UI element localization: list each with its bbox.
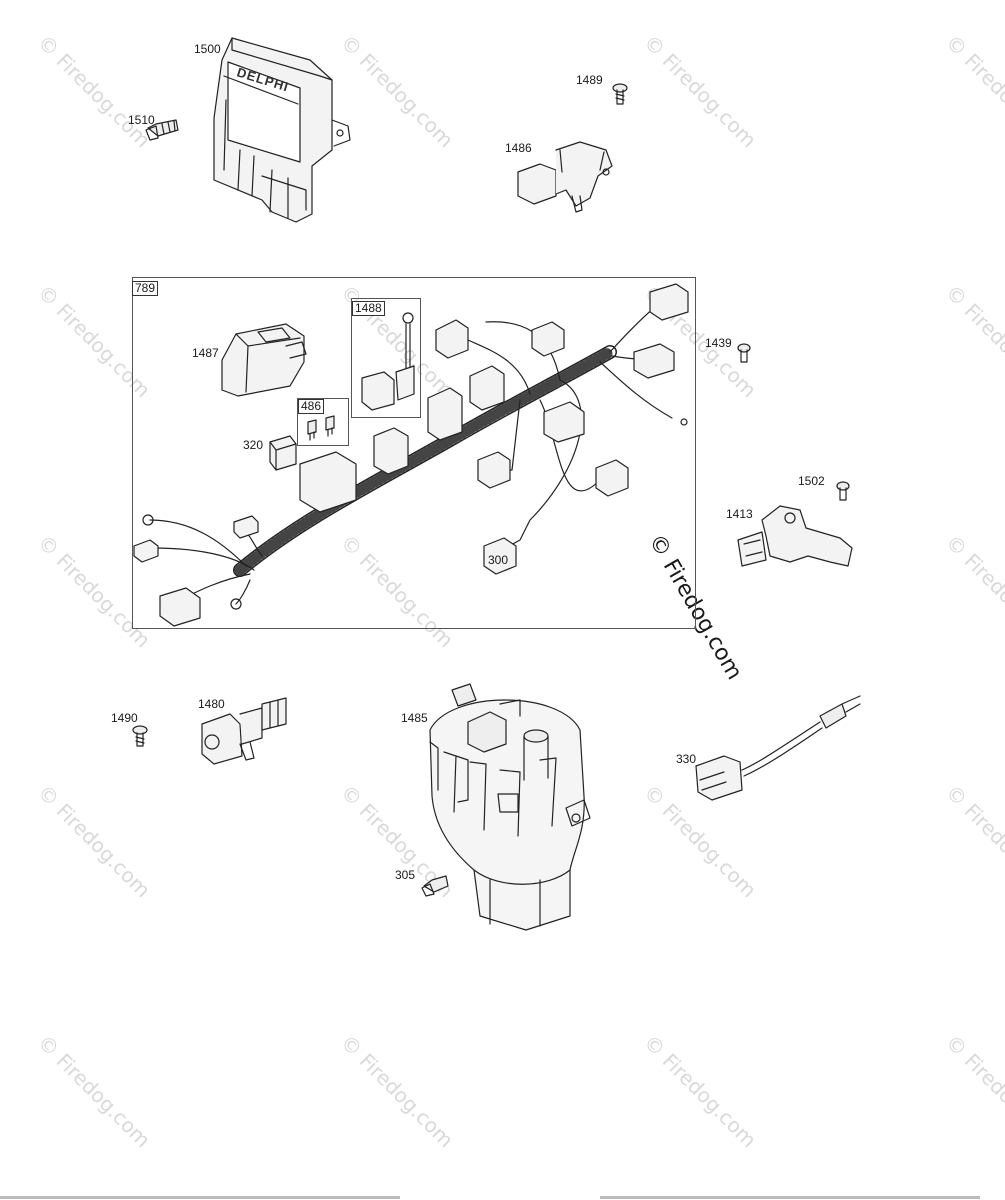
part-label-1490: 1490 xyxy=(111,711,138,725)
bolt-1489-drawing xyxy=(612,83,628,105)
harness-group-label: 789 xyxy=(132,281,159,296)
harness-loom-drawing xyxy=(142,299,688,610)
part-label-1502: 1502 xyxy=(798,474,825,488)
part-label-1485: 1485 xyxy=(401,711,428,725)
part-label-486: 486 xyxy=(298,399,325,414)
fuel-pump-drawing xyxy=(429,683,591,931)
part-label-1486: 1486 xyxy=(505,141,532,155)
part-label-1487: 1487 xyxy=(192,346,219,360)
part-label-1480: 1480 xyxy=(198,697,225,711)
bolt-305-drawing xyxy=(421,875,449,897)
bottom-edge-bar xyxy=(0,1196,980,1199)
bolt-1439-drawing xyxy=(737,343,751,363)
part-label-305: 305 xyxy=(395,868,416,882)
relay-group-frame xyxy=(297,398,349,446)
part-label-300: 300 xyxy=(488,553,509,567)
map-sensor-drawing xyxy=(517,141,613,213)
fuse-group-frame xyxy=(351,298,421,418)
part-label-1510: 1510 xyxy=(128,113,155,127)
harness-connectors-drawing xyxy=(133,283,689,627)
ecu-module-drawing xyxy=(213,37,351,223)
part-label-330: 330 xyxy=(676,752,697,766)
part-label-1488: 1488 xyxy=(352,301,385,316)
oxygen-sensor-drawing xyxy=(695,695,861,801)
part-label-1489: 1489 xyxy=(576,73,603,87)
bolt-1490-drawing xyxy=(132,725,148,747)
part-label-1500: 1500 xyxy=(194,42,221,56)
bolt-1502-drawing xyxy=(836,481,850,501)
cam-sensor-drawing xyxy=(737,505,853,567)
fuses-drawing xyxy=(307,415,335,441)
connector-cover-drawing xyxy=(221,323,307,397)
bolt-1510-drawing xyxy=(145,119,179,141)
harness-group-frame xyxy=(132,277,696,629)
injector-drawing xyxy=(201,697,287,765)
part-label-1439: 1439 xyxy=(705,336,732,350)
fuse-holder-drawing xyxy=(361,312,415,411)
relay-drawing xyxy=(269,435,297,471)
part-label-320: 320 xyxy=(243,438,264,452)
part-label-1413: 1413 xyxy=(726,507,753,521)
